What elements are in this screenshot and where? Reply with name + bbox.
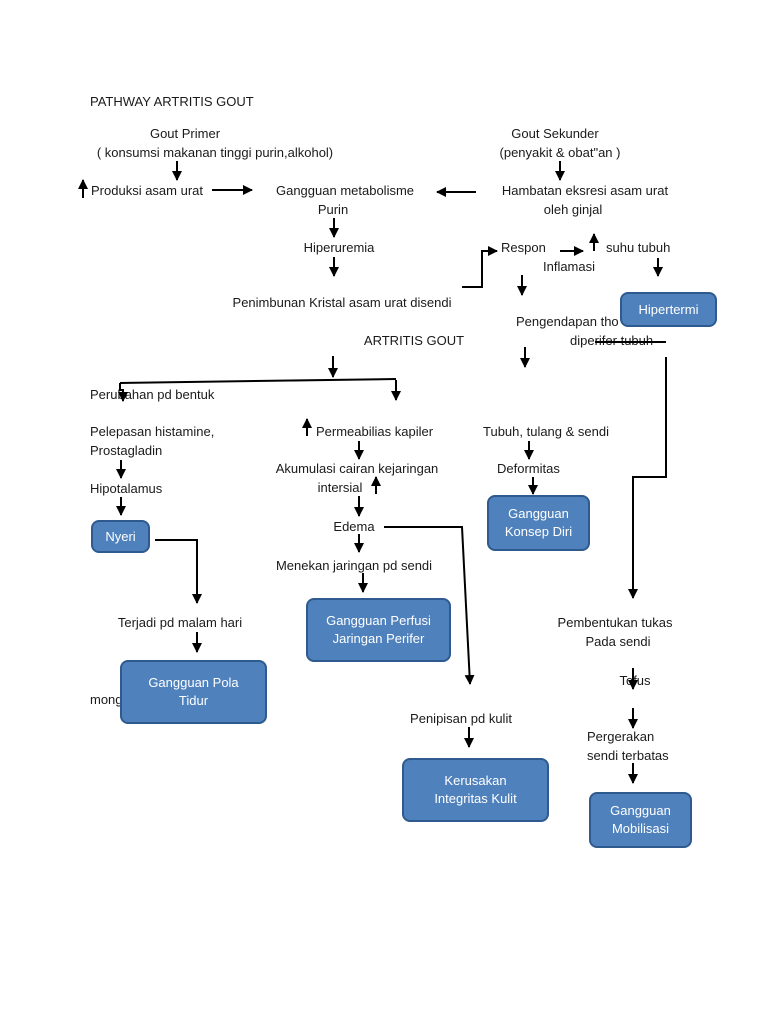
box-mobilisasi: Gangguan Mobilisasi [589, 792, 692, 848]
box-nyeri: Nyeri [91, 520, 150, 553]
pengendapan-line2: diperifer tubuh [570, 333, 654, 348]
box-perfusi-jaringan: Gangguan Perfusi Jaringan Perifer [306, 598, 451, 662]
gout-sekunder-detail: (penyakit & obat"an ) [499, 145, 621, 160]
penipisan-kulit: Penipisan pd kulit [410, 711, 512, 726]
pembentukan-line2: Pada sendi [585, 634, 651, 649]
box-integritas-kulit: Kerusakan Integritas Kulit [402, 758, 549, 822]
gangguan-metabolisme-line1: Gangguan metabolisme [275, 183, 415, 198]
malam-hari: Terjadi pd malam hari [117, 615, 243, 630]
pergerakan-line2: sendi terbatas [587, 748, 669, 763]
hiperuremia: Hiperuremia [303, 240, 375, 255]
gout-primer-detail: ( konsumsi makanan tinggi purin,alkohol) [96, 145, 334, 160]
produksi-asam-urat: Produksi asam urat [91, 183, 203, 198]
permeabilitas-kapiler: Permeabilias kapiler [316, 424, 434, 439]
hipotalamus: Hipotalamus [90, 481, 163, 496]
tubuh-tulang-sendi: Tubuh, tulang & sendi [483, 424, 609, 439]
gout-sekunder-title: Gout Sekunder [511, 126, 599, 141]
box-pola-tidur: Gangguan Pola Tidur [120, 660, 267, 724]
respon-line2: Inflamasi [542, 259, 596, 274]
mong-text: mong [90, 692, 123, 707]
pelepasan-line1: Pelepasan histamine, [90, 424, 215, 439]
pembentukan-line1: Pembentukan tukas [557, 615, 673, 630]
edema: Edema [333, 519, 375, 534]
akumulasi-line2: intersial [317, 480, 363, 495]
gout-primer-title: Gout Primer [149, 126, 221, 141]
menekan-jaringan: Menekan jaringan pd sendi [275, 558, 433, 573]
respon-line1: Respon [501, 240, 546, 255]
deformitas: Deformitas [497, 461, 560, 476]
hambatan-line1: Hambatan eksresi asam urat [501, 183, 669, 198]
artritis-gout: ARTRITIS GOUT [363, 333, 465, 348]
box-konsep-diri: Gangguan Konsep Diri [487, 495, 590, 551]
penimbunan-kristal: Penimbunan Kristal asam urat disendi [232, 295, 452, 310]
suhu-tubuh: suhu tubuh [606, 240, 671, 255]
pengendapan-line1: Pengendapan tho [516, 314, 619, 329]
hambatan-line2: oleh ginjal [543, 202, 603, 217]
pelepasan-line2: Prostagladin [90, 443, 163, 458]
box-hipertermi: Hipertermi [620, 292, 717, 327]
akumulasi-line1: Akumulasi cairan kejaringan [275, 461, 439, 476]
diagram-title: PATHWAY ARTRITIS GOUT [90, 94, 254, 109]
gangguan-metabolisme-line2: Purin [317, 202, 349, 217]
pergerakan-line1: Pergerakan [587, 729, 655, 744]
